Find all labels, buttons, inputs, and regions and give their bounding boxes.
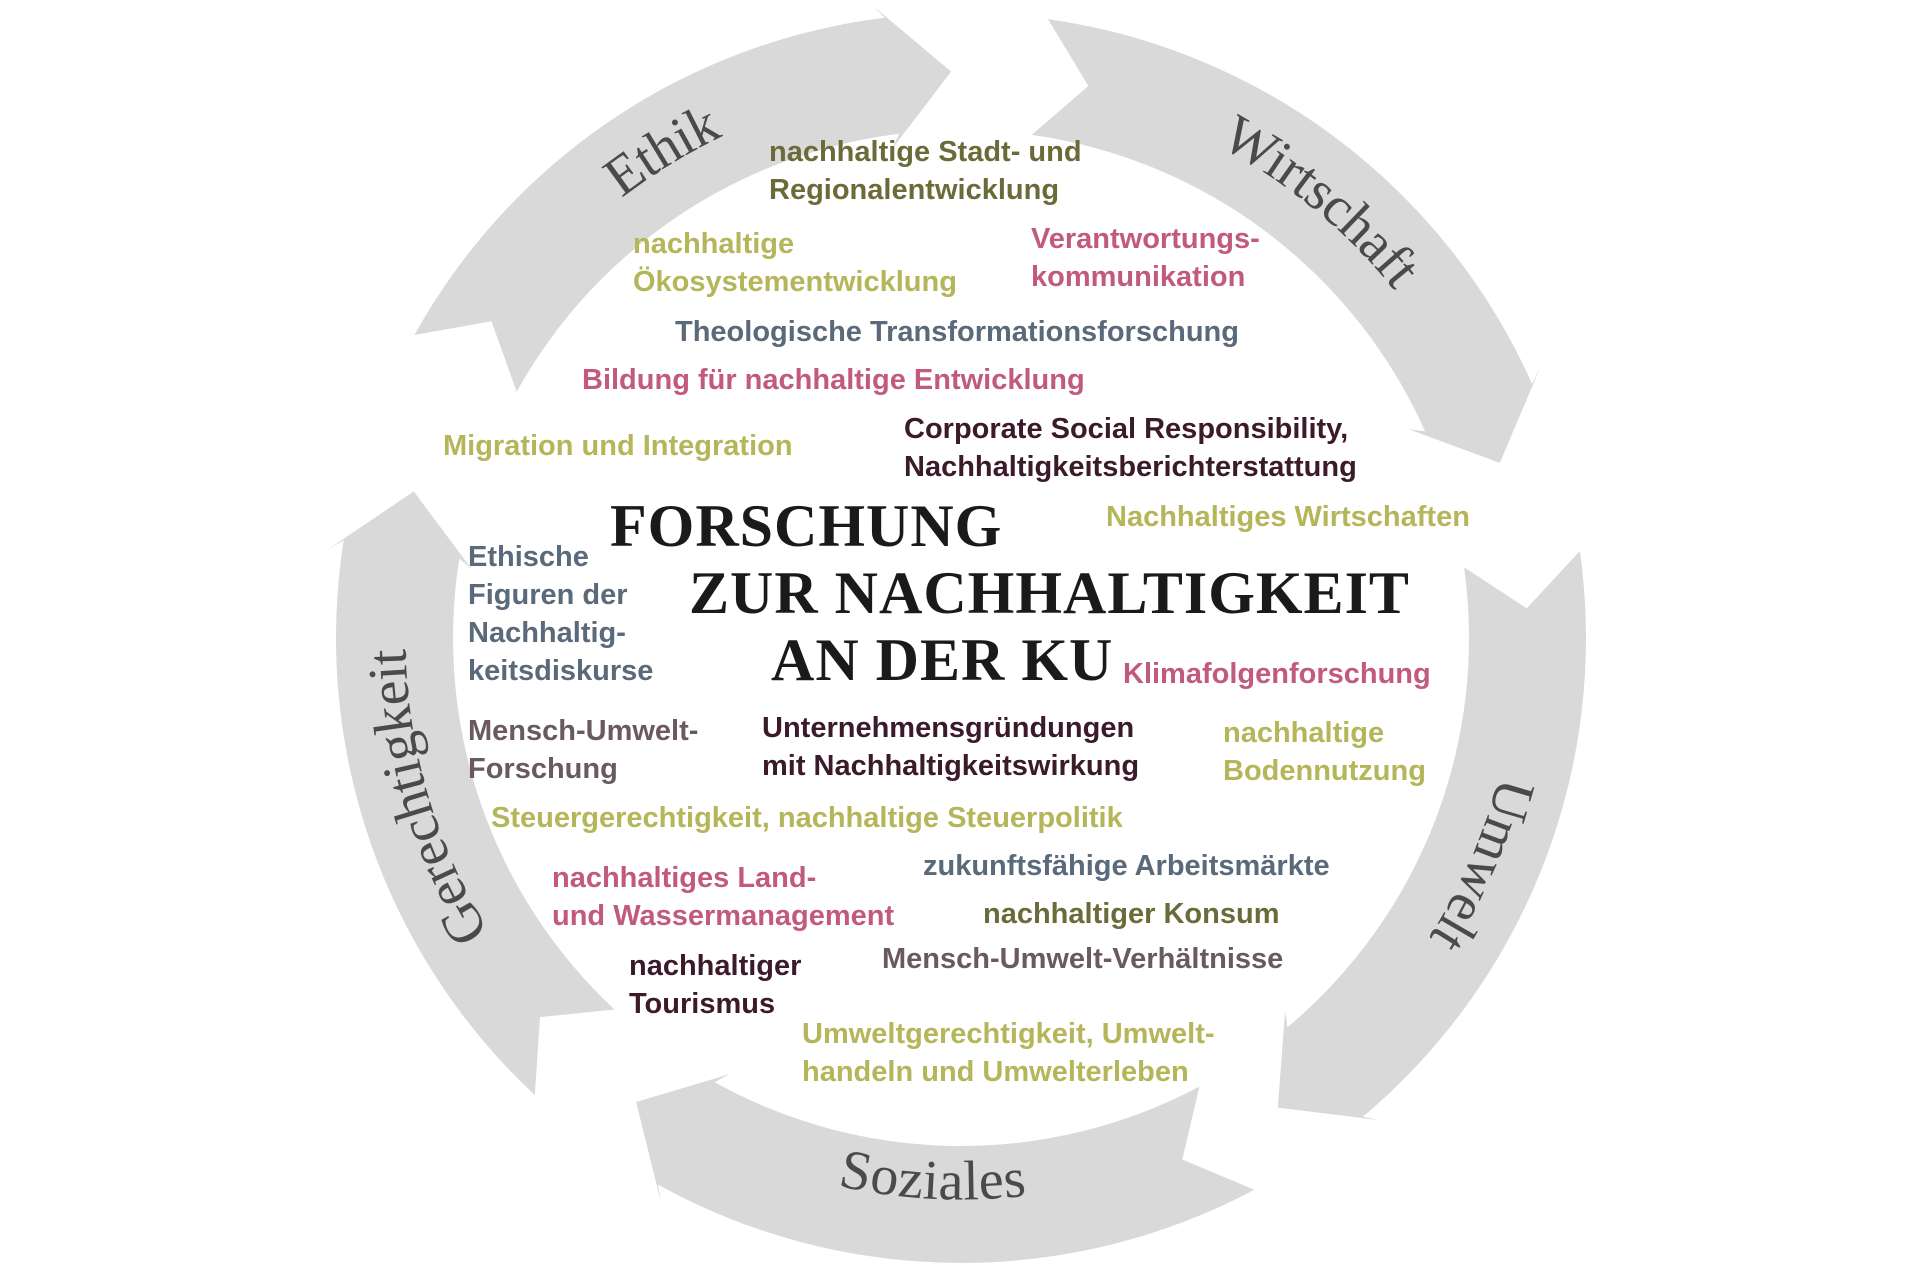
topic-line: Ethische	[468, 541, 589, 573]
topic-label: Theologische Transformationsforschung	[675, 313, 1239, 351]
topic-line: Klimafolgenforschung	[1123, 658, 1431, 690]
topic-label: Nachhaltiges Wirtschaften	[1106, 498, 1470, 536]
topic-line: nachhaltiger Konsum	[983, 898, 1280, 930]
title-line-3: AN DER KU	[771, 627, 1114, 693]
topic-line: Tourismus	[629, 988, 776, 1020]
title-line-2: ZUR NACHHALTIGKEIT	[689, 560, 1410, 626]
topic-label: nachhaltiges Land-und Wassermanagement	[552, 859, 894, 935]
topic-label: Klimafolgenforschung	[1123, 655, 1431, 693]
topic-line: Nachhaltigkeitsberichterstattung	[904, 451, 1357, 483]
topic-label: Verantwortungs-kommunikation	[1031, 220, 1260, 296]
topic-label: Mensch-Umwelt-Verhältnisse	[882, 940, 1283, 978]
topic-line: kommunikation	[1031, 261, 1246, 293]
topic-line: Forschung	[468, 753, 618, 785]
arrow-segment-ethik	[414, 5, 952, 392]
topic-line: nachhaltiges Land-	[552, 862, 817, 894]
topic-line: zukunftsfähige Arbeitsmärkte	[923, 850, 1330, 882]
topic-label: Bildung für nachhaltige Entwicklung	[582, 361, 1085, 399]
topic-line: nachhaltige Stadt- und	[769, 136, 1082, 168]
topic-line: Verantwortungs-	[1031, 223, 1260, 255]
topic-label: Corporate Social Responsibility, Nachhalt…	[904, 410, 1357, 486]
topic-label: Migration und Integration	[443, 427, 793, 465]
topic-line: Bodennutzung	[1223, 755, 1426, 787]
topic-line: nachhaltiger	[629, 950, 802, 982]
topic-line: Theologische Transformationsforschung	[675, 316, 1239, 348]
topic-line: nachhaltige	[633, 228, 795, 260]
topic-line: handeln und Umwelterleben	[802, 1056, 1189, 1088]
topic-line: Corporate Social Responsibility,	[904, 413, 1349, 445]
topic-line: keitsdiskurse	[468, 655, 654, 687]
topic-label: Unternehmensgründungen mit Nachhaltigkeit…	[762, 709, 1139, 785]
topic-line: Unternehmensgründungen	[762, 712, 1135, 744]
topic-line: Steuergerechtigkeit, nachhaltige Steuerp…	[491, 802, 1123, 834]
topic-line: Ökosystementwicklung	[633, 266, 957, 298]
topic-line: Umweltgerechtigkeit, Umwelt-	[802, 1018, 1215, 1050]
topic-line: nachhaltige	[1223, 717, 1385, 749]
topic-line: Figuren der	[468, 579, 628, 611]
topic-line: Nachhaltig-	[468, 617, 626, 649]
topic-line: Mensch-Umwelt-	[468, 715, 699, 747]
topic-label: zukunftsfähige Arbeitsmärkte	[923, 847, 1330, 885]
topic-label: Mensch-Umwelt- Forschung	[468, 712, 698, 788]
topic-line: mit Nachhaltigkeitswirkung	[762, 750, 1140, 782]
topic-line: Mensch-Umwelt-Verhältnisse	[882, 943, 1284, 975]
topic-line: Bildung für nachhaltige Entwicklung	[582, 364, 1085, 396]
topic-label: nachhaltiger Konsum	[983, 895, 1280, 933]
arrow-segment-umwelt	[1277, 551, 1586, 1121]
arrow-segment-soziales	[636, 1074, 1255, 1263]
topic-line: Nachhaltiges Wirtschaften	[1106, 501, 1470, 533]
arrow-segment-wirtschaft	[1031, 19, 1541, 463]
topic-line: und Wassermanagement	[552, 900, 895, 932]
topic-line: Migration und Integration	[443, 430, 793, 462]
title-line-1: FORSCHUNG	[610, 493, 1003, 559]
arrow-segment-gerechtigkeit	[328, 491, 615, 1096]
topic-label: Steuergerechtigkeit, nachhaltige Steuerp…	[491, 799, 1123, 837]
topic-label: Umweltgerechtigkeit, Umwelt-handeln und …	[802, 1015, 1215, 1091]
topic-line: Regionalentwicklung	[769, 174, 1060, 206]
